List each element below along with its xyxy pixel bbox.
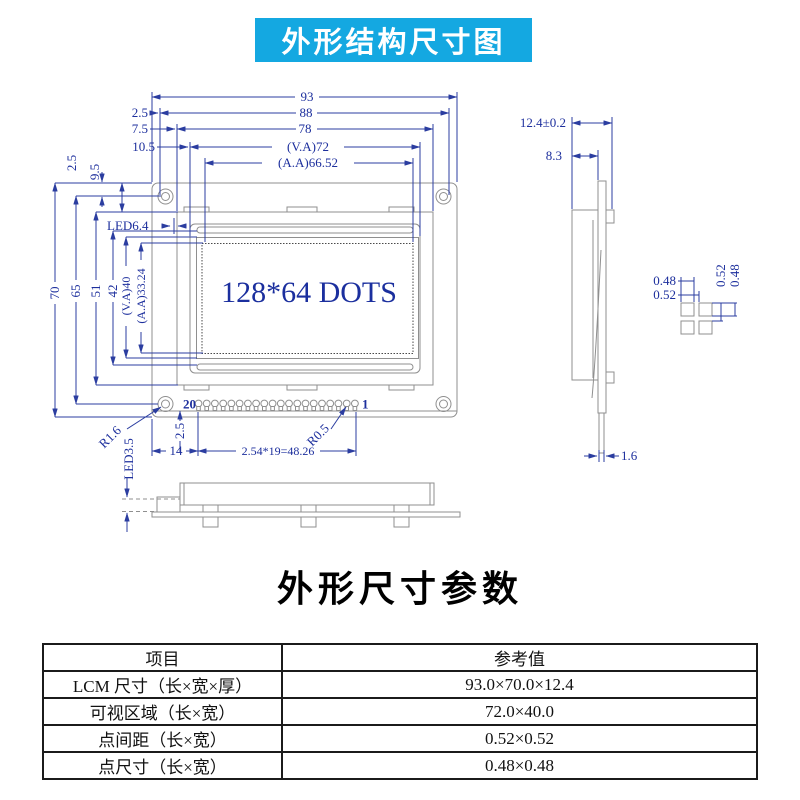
row-item: LCM 尺寸（长×宽×厚） bbox=[42, 670, 283, 699]
dim-thickness: 12.4±0.2 bbox=[520, 115, 566, 130]
dim-51: 51 bbox=[88, 285, 103, 298]
table-row: 点间距（长×宽） 0.52×0.52 bbox=[42, 724, 758, 753]
col-header-value: 参考值 bbox=[281, 643, 758, 672]
dim-aa-33-24: (A.A)33.24 bbox=[134, 268, 148, 323]
dimension-drawing: 128*64 DOTS 20 1 bbox=[47, 89, 742, 532]
banner-title: 外形结构尺寸图 bbox=[281, 27, 506, 59]
dim-led-6-4: LED6.4 bbox=[107, 218, 149, 233]
section-title: 外形尺寸参数 bbox=[276, 568, 523, 609]
dim-65: 65 bbox=[68, 285, 83, 298]
bottom-dimensions: 14 2.54*19=48.26 2.5 R1.6 R0.5 LED3.5 bbox=[96, 406, 357, 532]
row-value: 0.52×0.52 bbox=[281, 724, 758, 753]
side-view: 12.4±0.2 8.3 1.6 bbox=[520, 115, 638, 463]
spec-table: 项目 参考值 LCM 尺寸（长×宽×厚） 93.0×70.0×12.4 可视区域… bbox=[42, 643, 758, 780]
page-banner: 外形结构尺寸图 bbox=[255, 18, 532, 62]
dim-b-2-5: 2.5 bbox=[172, 423, 187, 439]
row-item: 点尺寸（长×宽） bbox=[42, 751, 283, 780]
dim-va-72: (V.A)72 bbox=[287, 139, 329, 154]
table-header-row: 项目 参考值 bbox=[42, 643, 758, 672]
dim-dot-height: 0.48 bbox=[727, 264, 742, 287]
top-dimensions: 93 88 2.5 78 7.5 (V.A)72 10.5 (A.A)66.52 bbox=[132, 89, 458, 242]
dim-r1-6: R1.6 bbox=[96, 422, 125, 451]
pin-1-label: 1 bbox=[362, 397, 369, 412]
dim-v-2-5: 2.5 bbox=[64, 155, 79, 171]
pin-20-label: 20 bbox=[183, 397, 196, 412]
mounting-holes bbox=[157, 188, 452, 412]
left-dimensions: 70 65 51 42 (V.A)40 (A.A)33.24 2.5 9.5 L… bbox=[47, 155, 203, 418]
row-item: 可视区域（长×宽） bbox=[42, 697, 283, 726]
display-resolution-label: 128*64 DOTS bbox=[221, 276, 397, 309]
dim-14: 14 bbox=[170, 443, 184, 458]
dim-1-6: 1.6 bbox=[621, 448, 638, 463]
dim-42: 42 bbox=[105, 285, 120, 298]
dim-offset-2-5: 2.5 bbox=[132, 105, 148, 120]
table-row: LCM 尺寸（长×宽×厚） 93.0×70.0×12.4 bbox=[42, 670, 758, 699]
dim-pin-pitch: 2.54*19=48.26 bbox=[242, 444, 315, 458]
dim-offset-7-5: 7.5 bbox=[132, 121, 148, 136]
dim-9-5: 9.5 bbox=[87, 164, 102, 180]
front-view: 128*64 DOTS 20 1 bbox=[151, 182, 458, 418]
bottom-profile-view bbox=[151, 482, 461, 528]
dim-offset-10-5: 10.5 bbox=[132, 139, 155, 154]
row-value: 72.0×40.0 bbox=[281, 697, 758, 726]
dim-aa-66-52: (A.A)66.52 bbox=[278, 155, 338, 170]
row-item: 点间距（长×宽） bbox=[42, 724, 283, 753]
table-row: 可视区域（长×宽） 72.0×40.0 bbox=[42, 697, 758, 726]
row-value: 93.0×70.0×12.4 bbox=[281, 670, 758, 699]
dim-dot-width: 0.48 bbox=[653, 273, 676, 288]
dim-va-40: (V.A)40 bbox=[119, 277, 133, 316]
dim-88: 88 bbox=[300, 105, 313, 120]
dot-pitch-detail: 0.48 0.52 0.52 0.48 bbox=[653, 264, 742, 335]
dim-dot-pitch-w: 0.52 bbox=[653, 287, 676, 302]
active-area bbox=[201, 243, 414, 354]
col-header-item: 项目 bbox=[42, 643, 283, 672]
pin-row bbox=[194, 399, 359, 411]
dim-70: 70 bbox=[47, 287, 62, 300]
dim-dot-pitch-v: 0.52 bbox=[713, 264, 728, 287]
dim-led-3-5: LED3.5 bbox=[121, 438, 136, 480]
table-row: 点尺寸（长×宽） 0.48×0.48 bbox=[42, 751, 758, 780]
row-value: 0.48×0.48 bbox=[281, 751, 758, 780]
dim-93: 93 bbox=[301, 89, 314, 104]
dim-78: 78 bbox=[299, 121, 312, 136]
dim-8-3: 8.3 bbox=[546, 148, 562, 163]
